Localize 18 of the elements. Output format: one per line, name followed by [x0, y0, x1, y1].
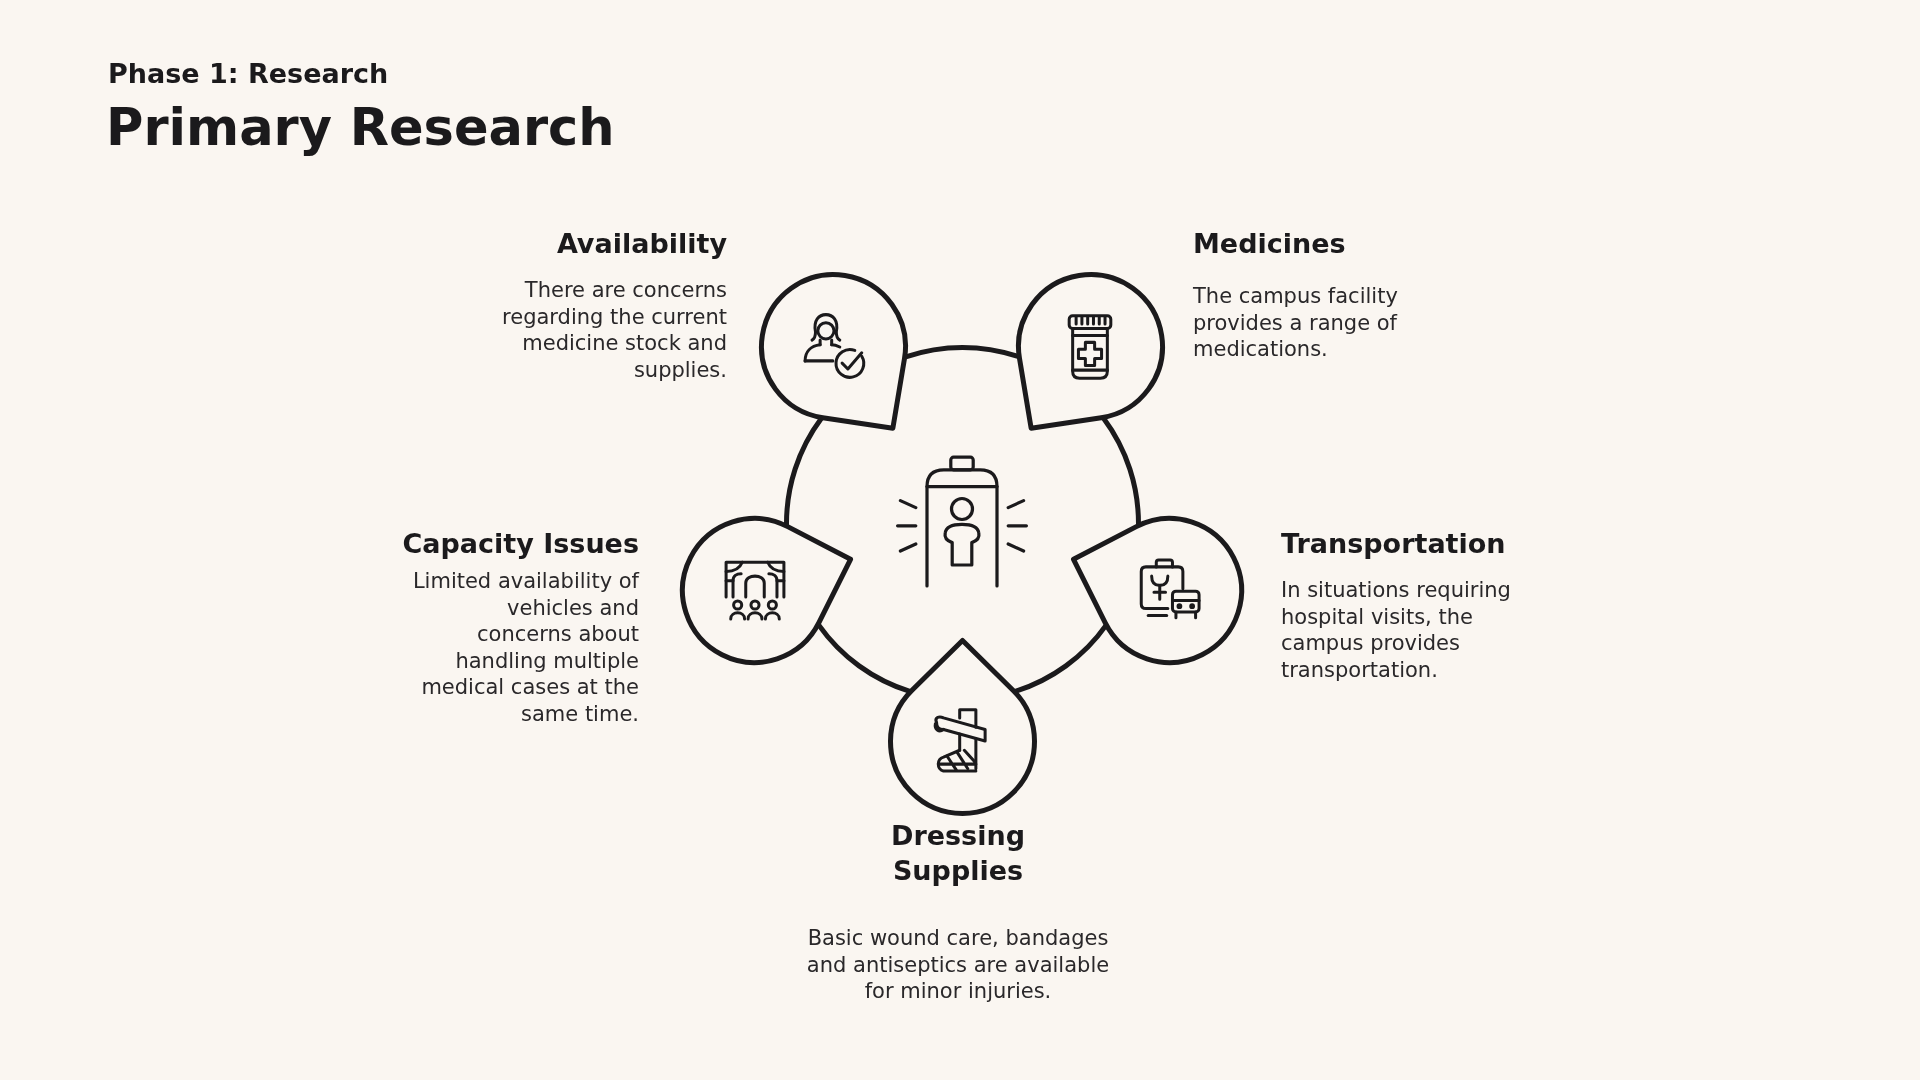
item-heading: Capacity Issues [402, 528, 639, 560]
item-description: In situations requiring hospital visits, the campus provides transportation. [1281, 577, 1512, 683]
teardrop-pin [1015, 272, 1165, 431]
item-description: Basic wound care, bandages and antiseptics are available for minor injuries. [805, 925, 1111, 1005]
item-heading: Availability [556, 228, 727, 260]
teardrop-pin [887, 637, 1037, 816]
item-description: Limited availability of vehicles and concerns about handling multiple medical cases at the same time. [411, 568, 639, 727]
teardrop-pin [1070, 515, 1244, 665]
item-heading: Transportation [1281, 528, 1506, 560]
teardrop-pin [680, 515, 854, 665]
item-description: The campus facility provides a range of medications. [1193, 283, 1399, 363]
teardrop-pin [759, 272, 909, 431]
item-heading: Dressing Supplies [891, 819, 1025, 888]
phase-label: Phase 1: Research [108, 58, 389, 90]
page-title: Primary Research [106, 98, 615, 158]
item-heading: Medicines [1193, 228, 1346, 260]
hub-ring [783, 344, 1141, 694]
item-description: There are concerns regarding the current medicine stock and supplies. [501, 277, 727, 383]
